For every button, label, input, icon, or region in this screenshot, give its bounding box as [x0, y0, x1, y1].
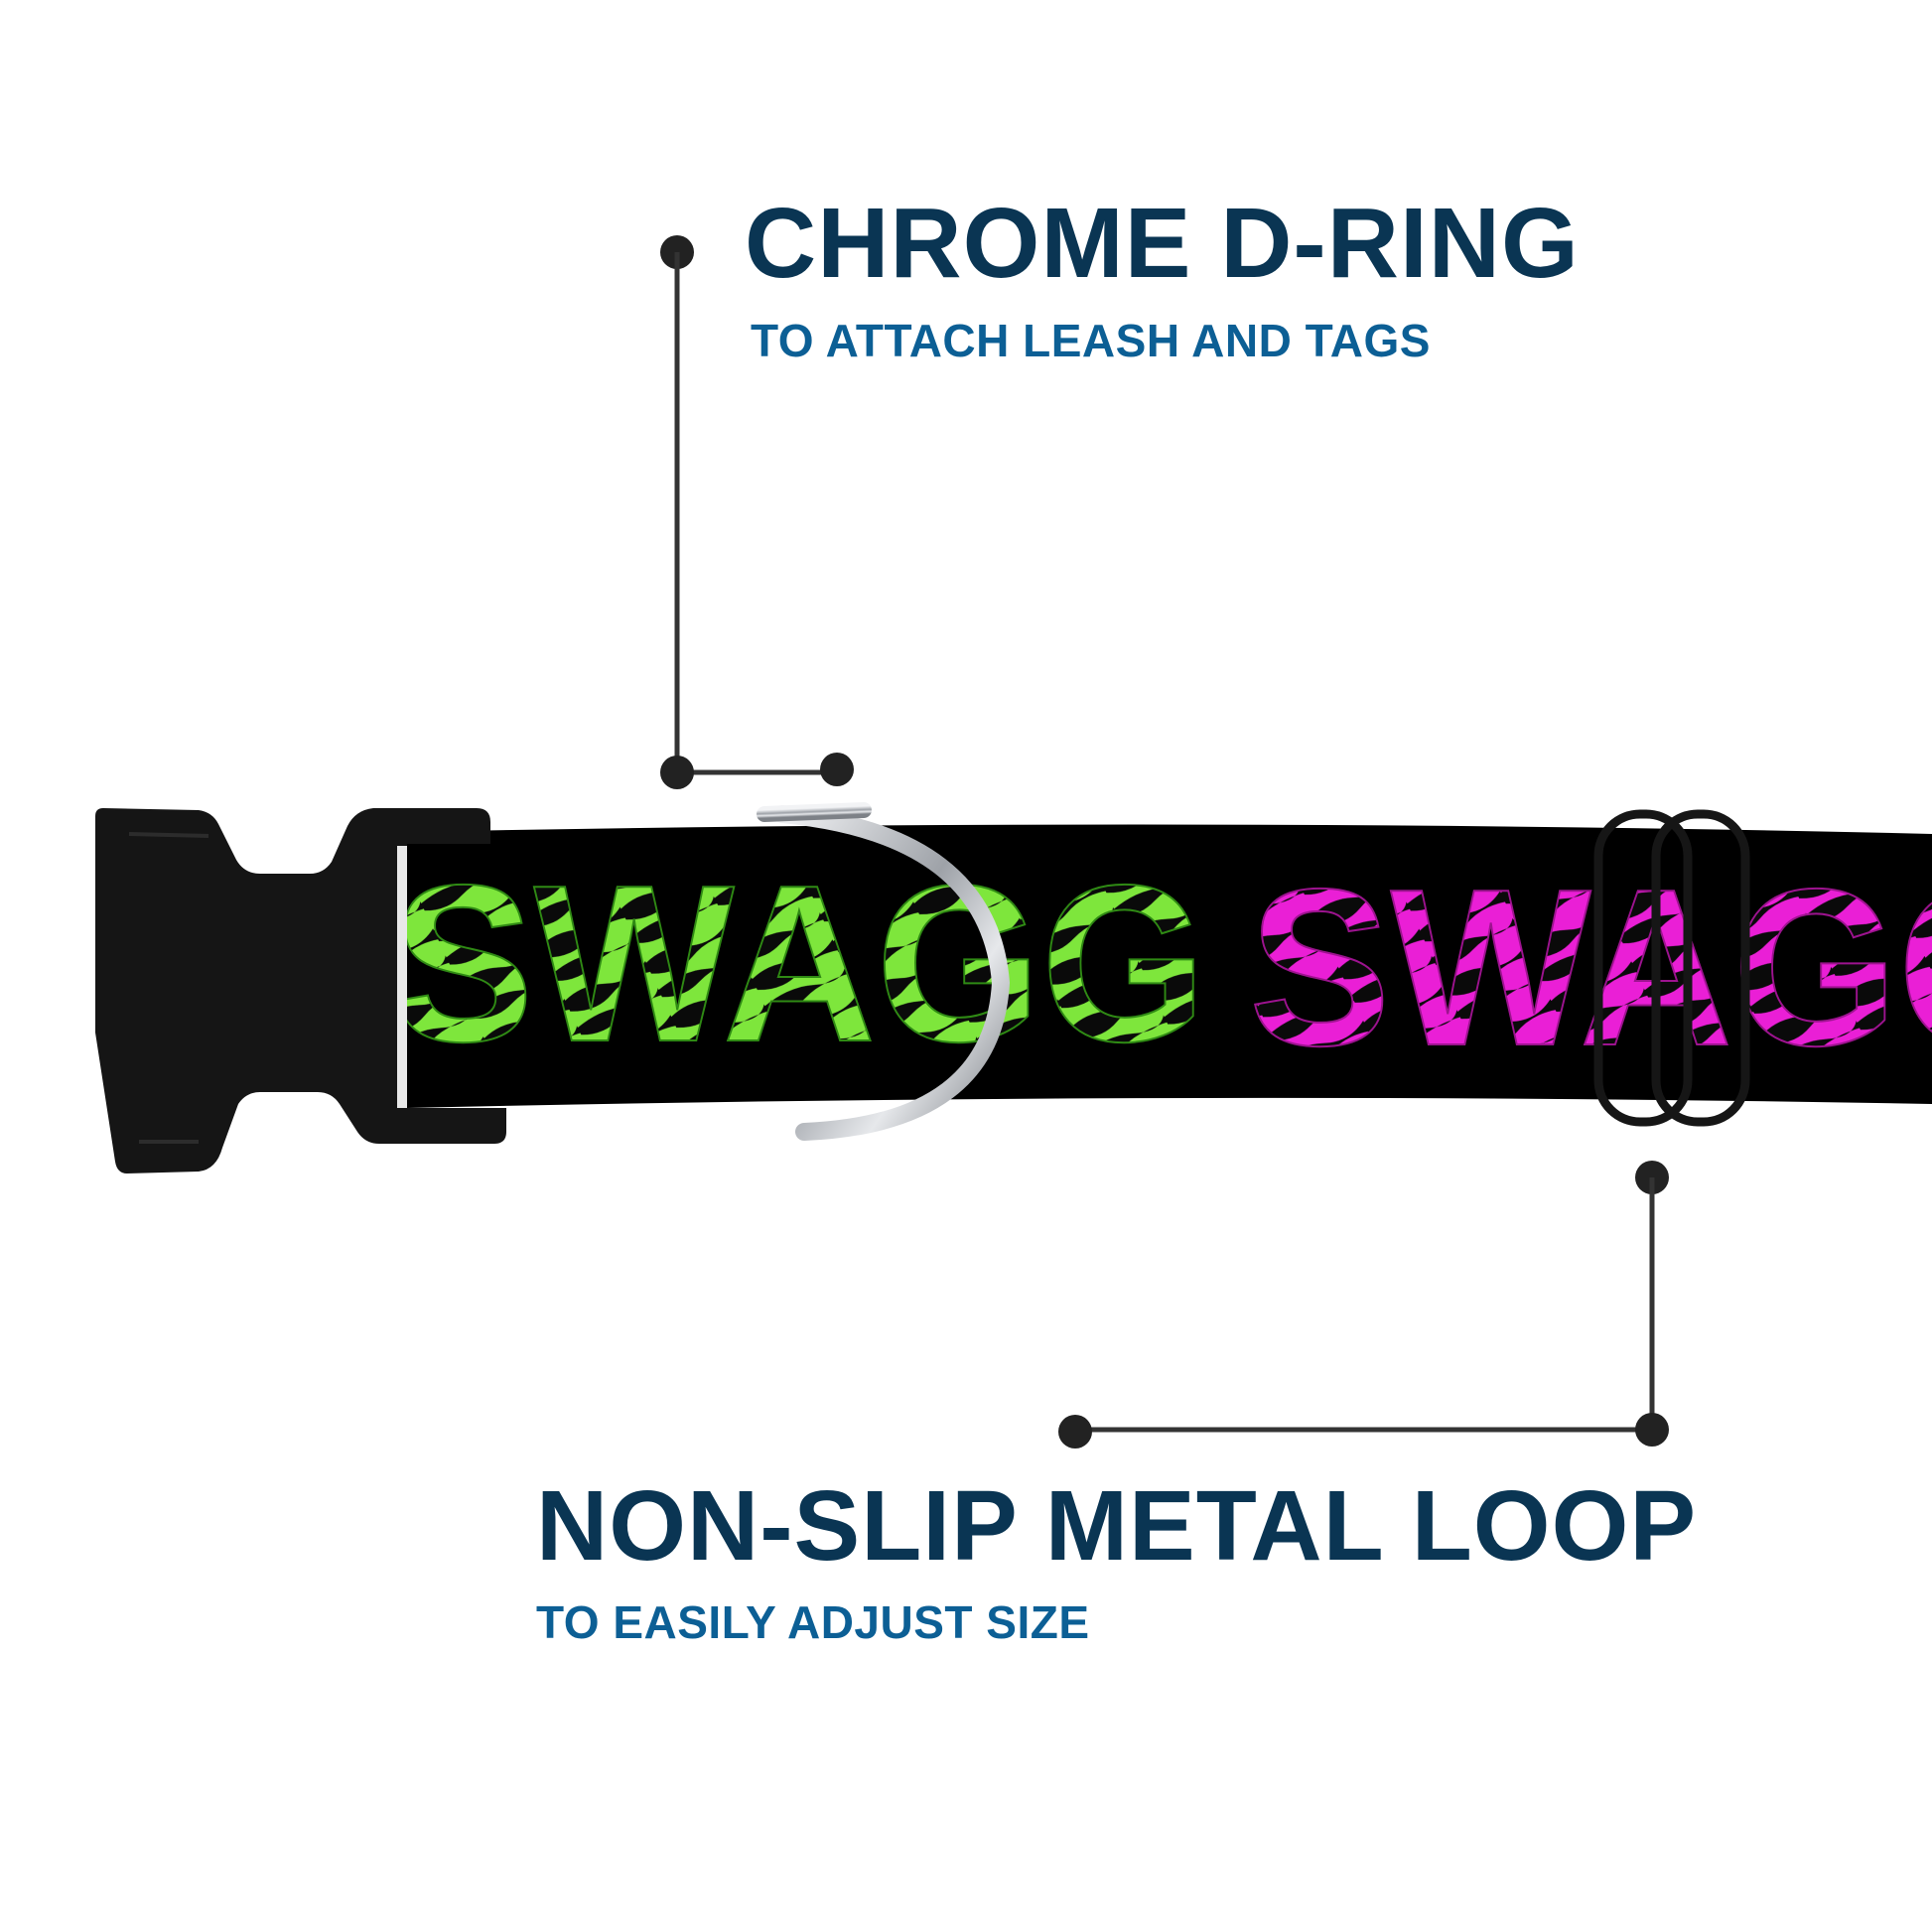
loop-callout-leader — [1058, 1161, 1669, 1449]
loop-callout-subtitle: TO EASILY ADJUST SIZE — [536, 1596, 1090, 1648]
leader-dot-corner — [660, 756, 694, 789]
chrome-d-ring — [757, 802, 1011, 1141]
side-release-buckle — [95, 808, 506, 1173]
swagg-print-pink: SWAGG — [1249, 842, 1932, 1092]
d-ring-callout-title: CHROME D-RING — [745, 188, 1580, 299]
leader-dot-end — [820, 753, 854, 786]
d-ring-callout-leader — [660, 235, 854, 789]
collar-strap: SWAGG SWAGG — [392, 824, 1932, 1108]
metal-adjuster-loop — [1593, 809, 1750, 1127]
leader-dot-end — [1058, 1415, 1092, 1449]
loop-callout-title: NON-SLIP METAL LOOP — [536, 1470, 1698, 1582]
swagg-print-green: SWAGG — [392, 838, 1206, 1088]
d-ring-callout-subtitle: TO ATTACH LEASH AND TAGS — [751, 315, 1431, 366]
leader-dot-corner — [1635, 1413, 1669, 1447]
